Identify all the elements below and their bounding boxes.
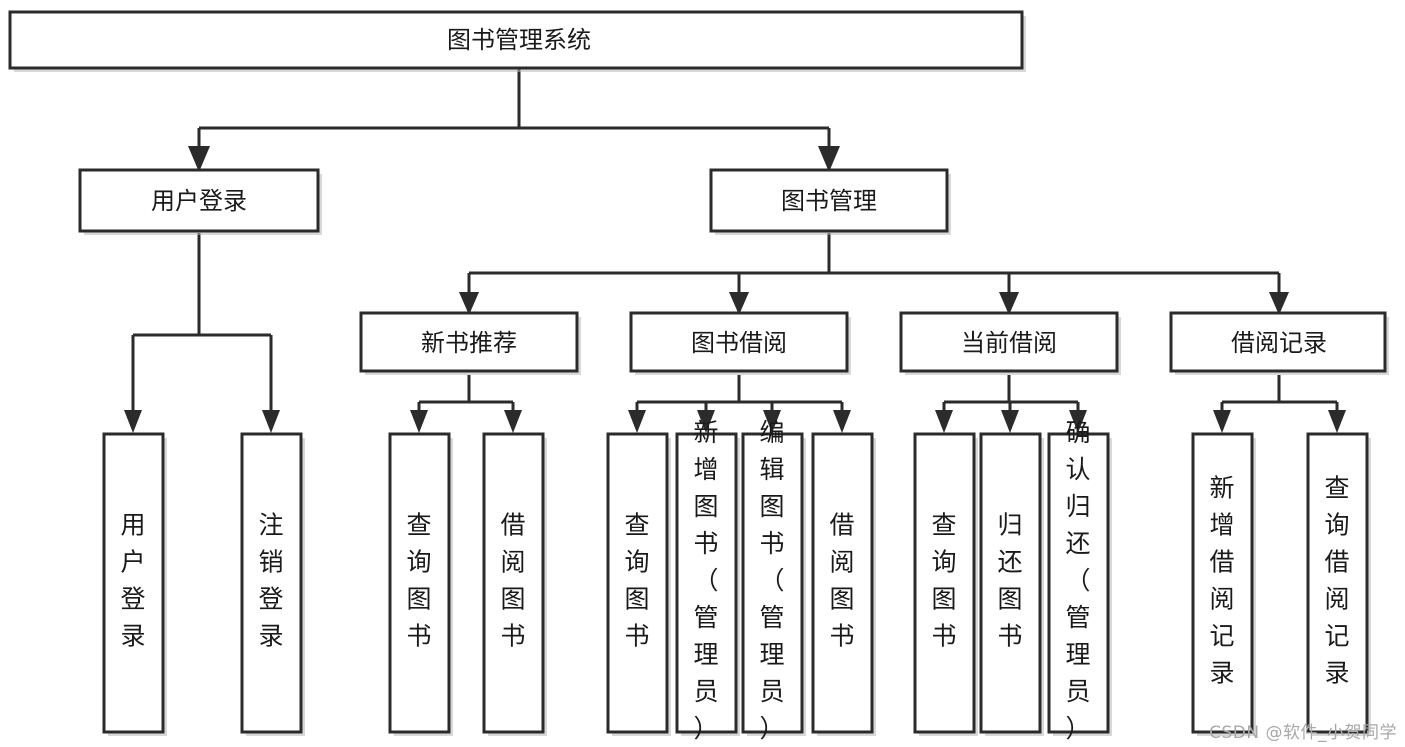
node-current-borrow-label: 当前借阅 (961, 329, 1057, 357)
arrow-icon-leaf-br-2 (1328, 410, 1346, 433)
leaf-user-login-1-box (102, 432, 165, 734)
node-book-management-label: 图书管理 (781, 187, 877, 215)
node-user-login[interactable]: 用户登录 (78, 168, 322, 235)
leaf-current-borrow-3-box (1047, 432, 1110, 734)
leaf-current-borrow-1[interactable]: 查询图书 (913, 432, 978, 736)
arrow-icon-leaf-cb-3 (1069, 410, 1087, 433)
arrow-icon-leaf-bb-4 (833, 410, 851, 433)
leaf-book-borrow-3-box (741, 432, 804, 734)
leaf-borrow-record-1-box (1191, 432, 1254, 734)
arrow-icon-leaf-nb-2 (504, 410, 522, 433)
arrow-icon-l2-current (999, 292, 1019, 315)
csdn-watermark: CSDN @软件_小贺同学 (1209, 723, 1397, 743)
leaf-book-borrow-3-label: 编辑图书（管理员） (759, 418, 784, 743)
node-borrow-record[interactable]: 借阅记录 (1169, 311, 1389, 375)
leaf-current-borrow-3[interactable]: 确认归还（管理员） (1047, 418, 1112, 743)
leaf-book-borrow-4-label: 借阅图书 (829, 511, 854, 651)
node-book-borrow[interactable]: 图书借阅 (629, 311, 851, 375)
leaf-book-borrow-1[interactable]: 查询图书 (606, 432, 671, 736)
leaf-current-borrow-1-label: 查询图书 (931, 511, 956, 651)
node-book-management-box (709, 168, 949, 233)
arrowhead-group (124, 146, 1346, 433)
leaf-borrow-record-2-label: 查询借阅记录 (1324, 474, 1349, 688)
leaf-new-book-1[interactable]: 查询图书 (388, 432, 453, 736)
arrow-icon-bookmgmt (818, 146, 840, 172)
leaf-book-borrow-2-label: 新增图书（管理员） (693, 418, 718, 743)
node-new-book-recommend[interactable]: 新书推荐 (359, 311, 581, 375)
arrow-icon-l2-record (1269, 292, 1289, 315)
arrow-icon-leaf-bb-3 (763, 410, 781, 433)
leaf-current-borrow-3-label: 确认归还（管理员） (1065, 418, 1090, 743)
leaf-user-login-1[interactable]: 用户登录 (102, 432, 167, 736)
arrow-icon-leaf-cb-2 (1001, 410, 1019, 433)
node-book-borrow-box (629, 311, 849, 373)
leaf-new-book-2-label: 借阅图书 (500, 511, 525, 651)
leaf-current-borrow-1-box (913, 432, 976, 734)
node-borrow-record-label: 借阅记录 (1231, 329, 1327, 357)
leaf-new-book-2-box (482, 432, 545, 734)
leaf-new-book-2[interactable]: 借阅图书 (482, 432, 547, 736)
leaf-borrow-record-2[interactable]: 查询借阅记录 (1306, 432, 1371, 736)
arrow-icon-leaf-bb-2 (697, 410, 715, 433)
leaf-book-borrow-1-box (606, 432, 669, 734)
arrow-icon-leaf-nb-1 (410, 410, 428, 433)
node-new-book-recommend-label: 新书推荐 (421, 329, 517, 357)
arrow-icon-leaf-ul-1 (124, 410, 142, 433)
leaf-user-login-2-box (240, 432, 303, 734)
leaf-user-login-2[interactable]: 注销登录 (240, 432, 305, 736)
leaf-borrow-record-2-box (1306, 432, 1369, 734)
node-user-login-label: 用户登录 (151, 187, 247, 215)
arrow-icon-leaf-br-1 (1213, 410, 1231, 433)
leaf-borrow-record-1[interactable]: 新增借阅记录 (1191, 432, 1256, 736)
leaf-user-login-2-label: 注销登录 (258, 511, 283, 651)
leaf-book-borrow-4[interactable]: 借阅图书 (811, 432, 876, 736)
arrow-icon-leaf-cb-1 (935, 410, 953, 433)
node-current-borrow-box (899, 311, 1119, 373)
leaf-new-book-1-box (388, 432, 451, 734)
node-book-management[interactable]: 图书管理 (709, 168, 951, 235)
node-current-borrow[interactable]: 当前借阅 (899, 311, 1121, 375)
node-borrow-record-box (1169, 311, 1387, 373)
leaf-user-login-1-label: 用户登录 (120, 511, 145, 651)
node-root[interactable]: 图书管理系统 (8, 10, 1026, 72)
node-book-borrow-label: 图书借阅 (691, 329, 787, 357)
leaf-book-borrow-3[interactable]: 编辑图书（管理员） (741, 418, 806, 743)
arrow-icon-l2-newbook (459, 292, 479, 315)
arrow-icon-userlogin (188, 146, 210, 172)
leaf-current-borrow-2-box (979, 432, 1042, 734)
leaf-borrow-record-1-label: 新增借阅记录 (1209, 474, 1234, 688)
arrow-icon-l2-borrow (729, 292, 749, 315)
leaf-book-borrow-2[interactable]: 新增图书（管理员） (675, 418, 740, 743)
node-root-label: 图书管理系统 (447, 26, 591, 54)
leaf-book-borrow-4-box (811, 432, 874, 734)
node-root-box (8, 10, 1024, 70)
leaf-book-borrow-2-box (675, 432, 738, 734)
leaf-new-book-1-label: 查询图书 (406, 511, 431, 651)
arrow-icon-leaf-bb-1 (628, 410, 646, 433)
node-new-book-recommend-box (359, 311, 579, 373)
leaf-current-borrow-2[interactable]: 归还图书 (979, 432, 1044, 736)
arrow-icon-leaf-ul-2 (262, 410, 280, 433)
leaf-book-borrow-1-label: 查询图书 (624, 511, 649, 651)
leaf-current-borrow-2-label: 归还图书 (997, 511, 1022, 651)
node-user-login-box (78, 168, 320, 233)
